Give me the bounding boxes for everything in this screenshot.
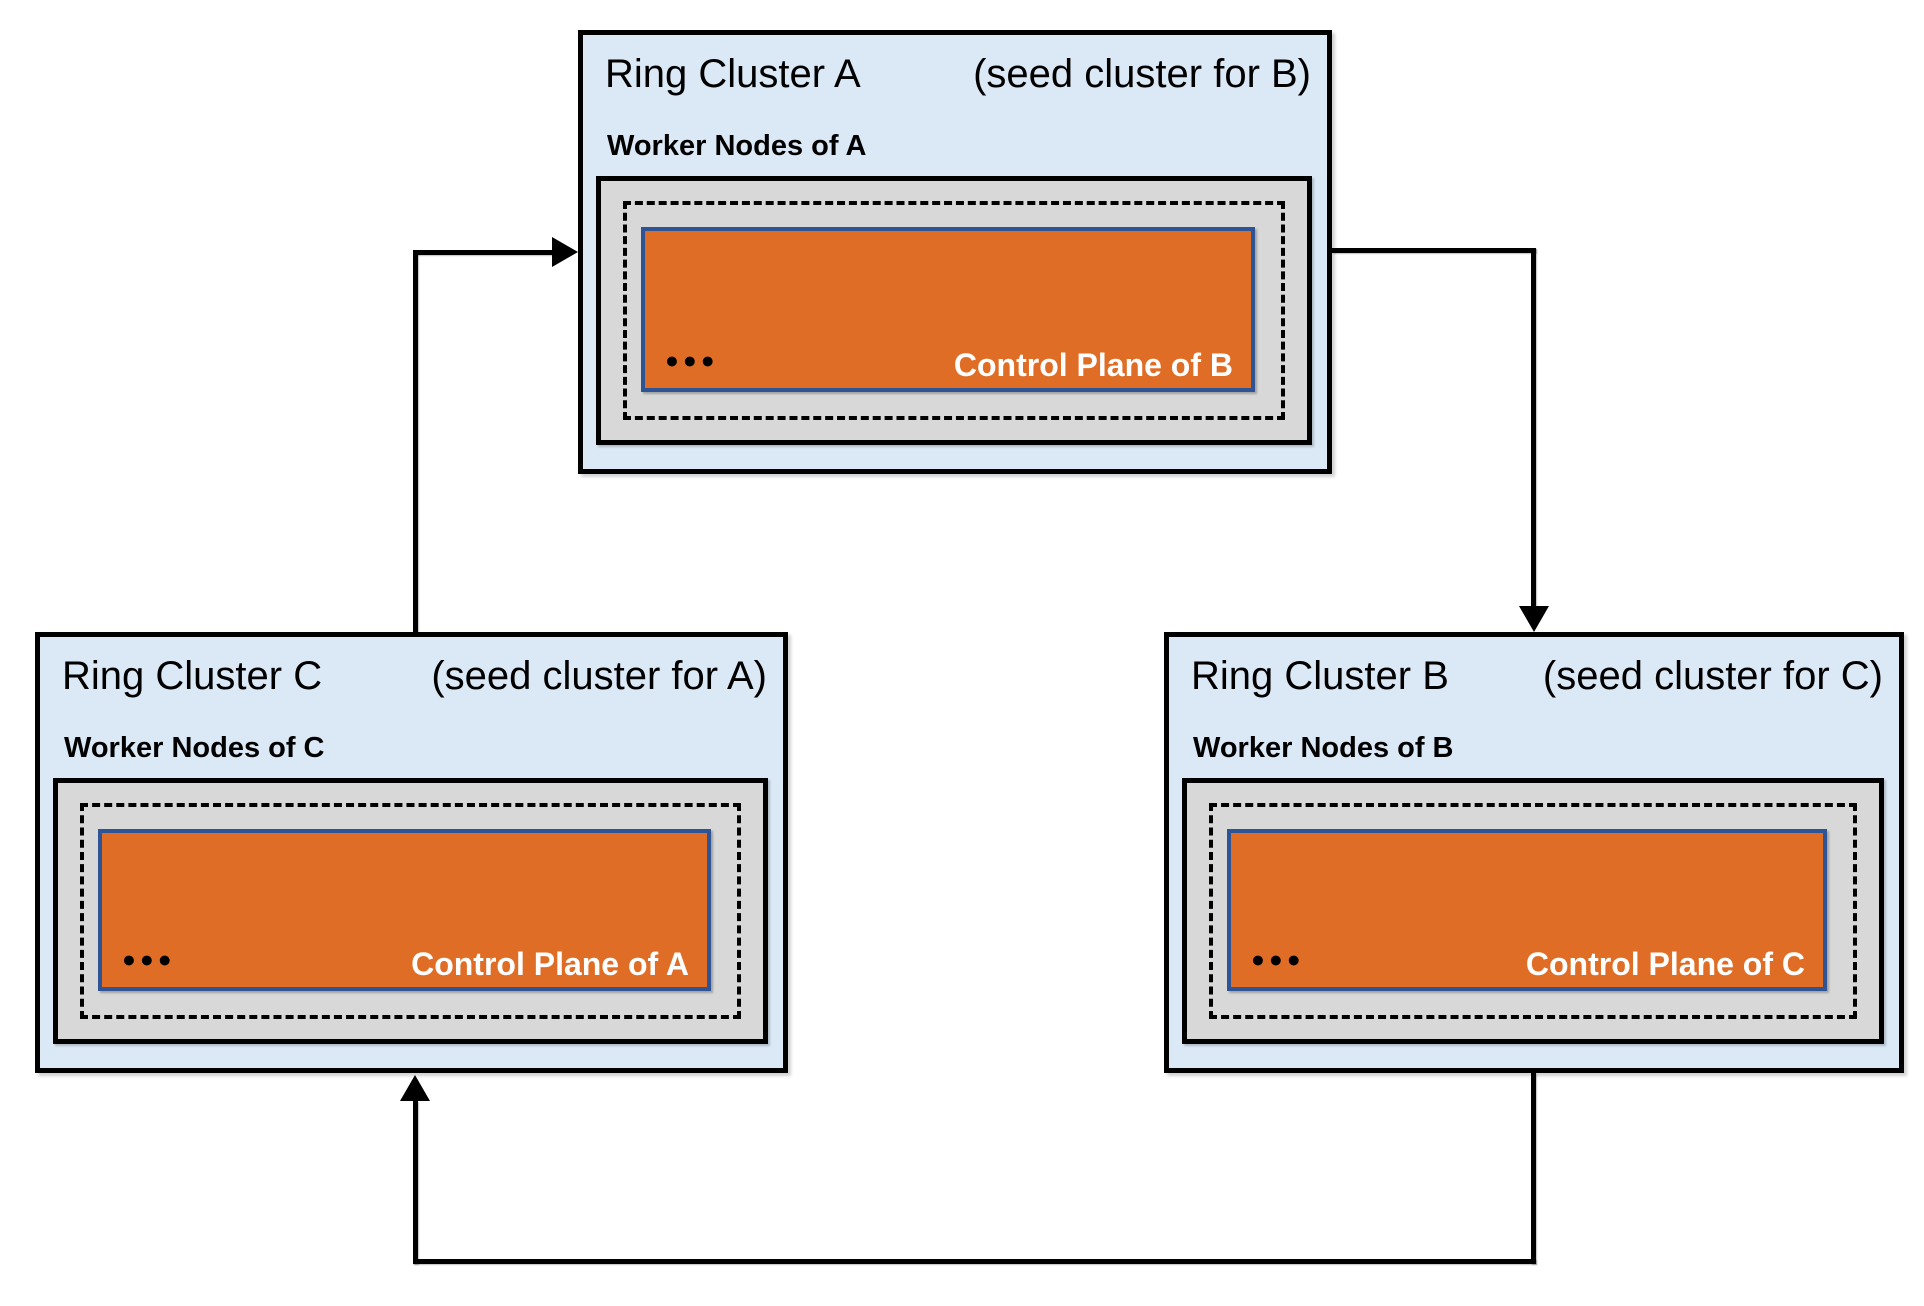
ring-cluster-a: Ring Cluster A (seed cluster for B) Work… <box>578 30 1332 474</box>
cluster-c-control-plane-label: Control Plane of A <box>411 945 689 982</box>
cluster-a-worker-nodes-label: Worker Nodes of A <box>607 130 867 162</box>
cluster-b-title-row: Ring Cluster B (seed cluster for C) <box>1169 637 1899 701</box>
ellipsis-dots: ●●● <box>122 946 176 972</box>
ellipsis-dots: ●●● <box>1251 946 1305 972</box>
cluster-b-worker-nodes-label: Worker Nodes of B <box>1193 732 1454 764</box>
cluster-b-control-plane-box: ●●● Control Plane of C <box>1227 828 1827 991</box>
cluster-a-control-plane-box: ●●● Control Plane of B <box>641 226 1255 392</box>
cluster-b-worker-nodes-box: ●●● Control Plane of C <box>1182 777 1884 1044</box>
edge-b-to-c-left-vertical-segment <box>413 1101 418 1264</box>
edge-a-to-b-horizontal-segment <box>1332 248 1536 253</box>
cluster-b-seed-note: (seed cluster for C) <box>1542 654 1883 698</box>
cluster-b-control-plane-label: Control Plane of C <box>1525 945 1805 982</box>
cluster-a-seed-note: (seed cluster for B) <box>973 52 1311 96</box>
cluster-c-worker-nodes-box: ●●● Control Plane of A <box>53 777 768 1044</box>
ring-cluster-c: Ring Cluster C (seed cluster for A) Work… <box>35 632 788 1073</box>
cluster-c-seed-note: (seed cluster for A) <box>431 654 767 698</box>
cluster-a-title: Ring Cluster A <box>605 52 861 96</box>
edge-b-to-c-right-vertical-segment <box>1531 1073 1536 1264</box>
cluster-a-control-plane-label: Control Plane of B <box>953 346 1233 383</box>
edge-b-to-c-bottom-horizontal-segment <box>413 1259 1536 1264</box>
cluster-a-worker-nodes-box: ●●● Control Plane of B <box>596 175 1312 445</box>
cluster-b-dashed-frame: ●●● Control Plane of C <box>1209 802 1857 1019</box>
cluster-c-title-row: Ring Cluster C (seed cluster for A) <box>40 637 783 701</box>
edge-a-to-b-vertical-segment <box>1531 248 1536 606</box>
edge-c-to-a-horizontal-segment <box>413 250 554 255</box>
cluster-c-control-plane-box: ●●● Control Plane of A <box>98 828 711 991</box>
edge-c-to-a-arrowhead <box>552 237 578 267</box>
ring-cluster-b: Ring Cluster B (seed cluster for C) Work… <box>1164 632 1904 1073</box>
cluster-c-dashed-frame: ●●● Control Plane of A <box>80 802 741 1019</box>
edge-b-to-c-arrowhead <box>400 1075 430 1101</box>
cluster-b-title: Ring Cluster B <box>1191 654 1449 698</box>
cluster-a-title-row: Ring Cluster A (seed cluster for B) <box>583 35 1327 99</box>
cluster-c-title: Ring Cluster C <box>62 654 323 698</box>
edge-a-to-b-arrowhead <box>1519 606 1549 632</box>
cluster-a-dashed-frame: ●●● Control Plane of B <box>623 200 1285 420</box>
cluster-c-worker-nodes-label: Worker Nodes of C <box>64 732 325 764</box>
ellipsis-dots: ●●● <box>665 347 719 373</box>
edge-c-to-a-vertical-segment <box>413 250 418 632</box>
